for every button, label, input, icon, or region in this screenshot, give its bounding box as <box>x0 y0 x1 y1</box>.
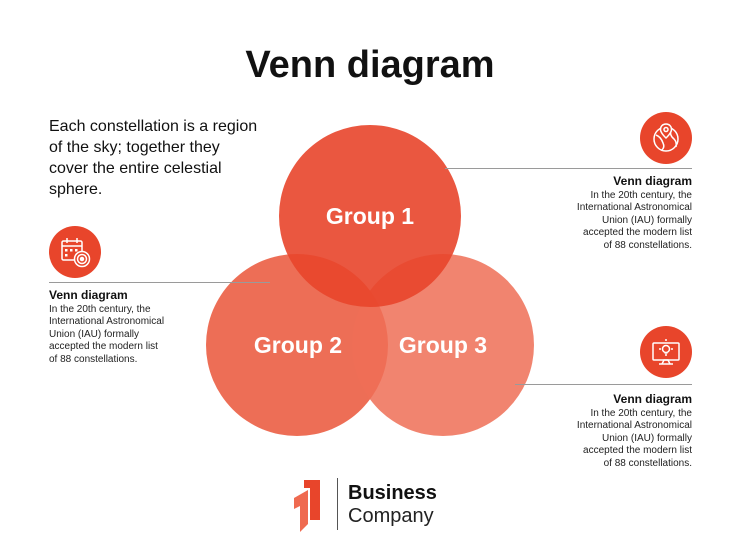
globe-location-icon <box>640 112 692 164</box>
info-line: Union (IAU) formally <box>601 432 692 444</box>
info-block-left: Venn diagram In the 20th century, the In… <box>49 289 219 366</box>
info-line: accepted the modern list <box>583 445 692 456</box>
brand-divider <box>337 478 338 530</box>
group-2-label: Group 2 <box>254 332 342 358</box>
intro-text: Each constellation is a region of the sk… <box>49 118 258 198</box>
info-line: accepted the modern list <box>49 341 158 352</box>
info-heading: Venn diagram <box>613 392 692 406</box>
info-heading: Venn diagram <box>613 174 692 188</box>
info-block-bottom-right: Venn diagram In the 20th century, the In… <box>530 393 692 470</box>
info-line: In the 20th century, the <box>49 303 151 315</box>
calendar-target-icon <box>49 226 101 278</box>
info-line: International Astronomical <box>576 420 692 431</box>
brand-logo-icon <box>294 480 320 532</box>
info-line: accepted the modern list <box>583 227 692 238</box>
page-title: Venn diagram <box>245 44 495 86</box>
info-line: of 88 constellations. <box>603 239 692 251</box>
info-line: International Astronomical <box>49 316 165 327</box>
connector-line-left <box>49 282 270 283</box>
info-heading: Venn diagram <box>49 288 128 302</box>
group-1-label: Group 1 <box>326 203 414 229</box>
computer-idea-icon <box>640 326 692 378</box>
group-1-circle <box>279 125 461 307</box>
connector-line-top-right <box>445 168 692 169</box>
info-line: of 88 constellations. <box>49 353 138 365</box>
brand-title: Business <box>348 482 437 504</box>
info-line: In the 20th century, the <box>590 407 692 419</box>
info-line: of 88 constellations. <box>603 457 692 469</box>
info-line: Union (IAU) formally <box>601 214 692 226</box>
info-line: International Astronomical <box>576 202 692 213</box>
info-line: Union (IAU) formally <box>49 328 140 340</box>
info-block-top-right: Venn diagram In the 20th century, the In… <box>530 175 692 252</box>
brand-name: Business Company <box>348 482 437 528</box>
info-line: In the 20th century, the <box>590 189 692 201</box>
group-3-label: Group 3 <box>399 332 487 358</box>
connector-line-bottom-right <box>515 384 692 385</box>
brand-subtitle: Company <box>348 505 434 527</box>
